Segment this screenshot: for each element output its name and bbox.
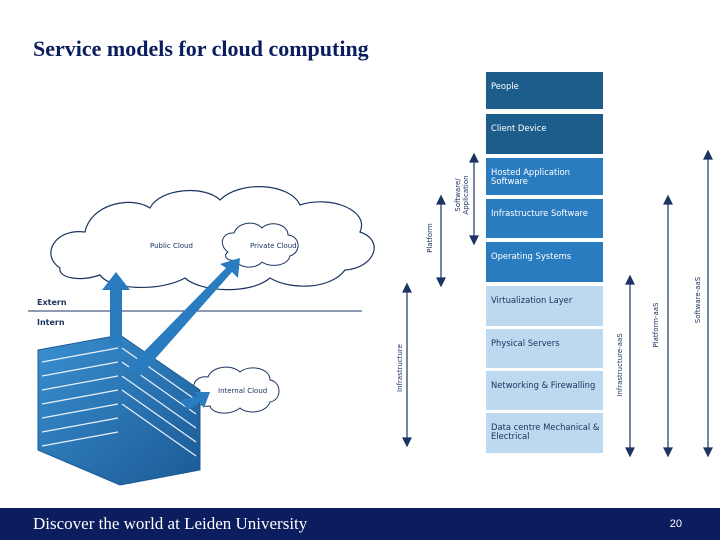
axis-label-software-application: Software/ Application	[454, 175, 470, 215]
extern-label: Extern	[37, 298, 67, 307]
page-number: 20	[669, 518, 682, 530]
stack-layer: People	[486, 72, 603, 109]
stack-layer: Operating Systems	[486, 242, 603, 282]
axis-label-infrastructure-aas: Infrastructure-aaS	[616, 333, 624, 397]
arrow-to-public	[102, 272, 130, 345]
slide-title: Service models for cloud computing	[33, 36, 369, 61]
building-shape	[37, 334, 201, 486]
stack-layer: Data centre Mechanical & Electrical	[486, 413, 603, 453]
private-cloud-label: Private Cloud	[250, 242, 297, 250]
axis-label-infrastructure: Infrastructure	[396, 344, 404, 392]
footer-text: Discover the world at Leiden University	[33, 514, 308, 533]
stack-layer: Networking & Firewalling	[486, 371, 603, 410]
axis-label-platform-aas: Platform-aaS	[652, 302, 660, 348]
stack-layer: Physical Servers	[486, 329, 603, 368]
axis-label-platform: Platform	[426, 223, 434, 253]
arrow-to-internal	[180, 392, 210, 410]
internal-cloud-label: Internal Cloud	[218, 387, 267, 395]
stack-layer: Infrastructure Software	[486, 199, 603, 238]
intern-label: Intern	[37, 318, 65, 327]
stack-layer: Virtualization Layer	[486, 286, 603, 326]
public-cloud-label: Public Cloud	[150, 242, 193, 250]
stack-layer: Client Device	[486, 114, 603, 154]
public-cloud-shape	[50, 186, 375, 291]
arrow-to-private	[128, 258, 240, 376]
internal-cloud-shape	[193, 366, 280, 414]
footer-bar: Discover the world at Leiden University …	[0, 508, 720, 540]
stack-layer: Hosted Application Software	[486, 158, 603, 195]
axis-label-software-aas: Software-aaS	[694, 276, 702, 324]
